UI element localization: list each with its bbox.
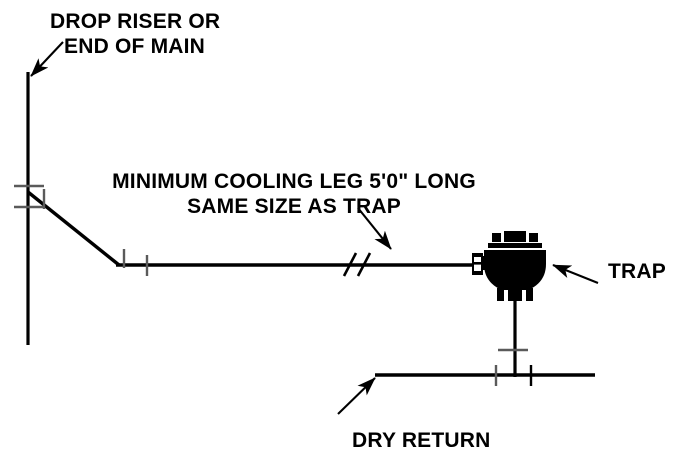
label-drop-riser-line1: DROP RISER OR [50, 10, 220, 33]
pipe-break-symbol [342, 252, 372, 277]
trap-bonnet-block-left [492, 233, 501, 242]
label-trap: TRAP [608, 260, 666, 283]
label-drop-riser-line2: END OF MAIN [64, 35, 205, 58]
trap-inlet-flange-band [474, 262, 481, 265]
leader-lines [30, 41, 599, 415]
trap-bonnet-block-center [504, 231, 526, 242]
cooling-leg-diagonal-pipe [26, 190, 121, 267]
trap-outlet-flange [497, 288, 533, 301]
piping-group [26, 72, 595, 377]
trap-outlet-flange-gap-right [522, 290, 526, 301]
leader-trap [552, 264, 599, 284]
break-slash-left [342, 252, 358, 277]
break-slash-right [356, 252, 372, 277]
label-cooling-leg-line1: MINIMUM COOLING LEG 5'0" LONG [112, 170, 476, 193]
leader-drop-riser [30, 41, 64, 77]
label-dry-return: DRY RETURN [352, 429, 491, 452]
trap-inlet-neck [481, 256, 487, 270]
leader-dry-return [337, 377, 376, 415]
label-cooling-leg-line2: SAME SIZE AS TRAP [187, 195, 401, 218]
trap-bonnet-block-right [529, 233, 538, 242]
trap-outlet-flange-gap-left [504, 290, 508, 301]
leader-cooling-leg [357, 207, 392, 250]
trap-bonnet-plate [488, 243, 542, 248]
text-labels: DROP RISER OR END OF MAIN MINIMUM COOLIN… [50, 10, 666, 452]
pipe-joint-marks [14, 184, 533, 386]
steam-trap-symbol [472, 231, 546, 301]
trap-body [484, 250, 546, 294]
